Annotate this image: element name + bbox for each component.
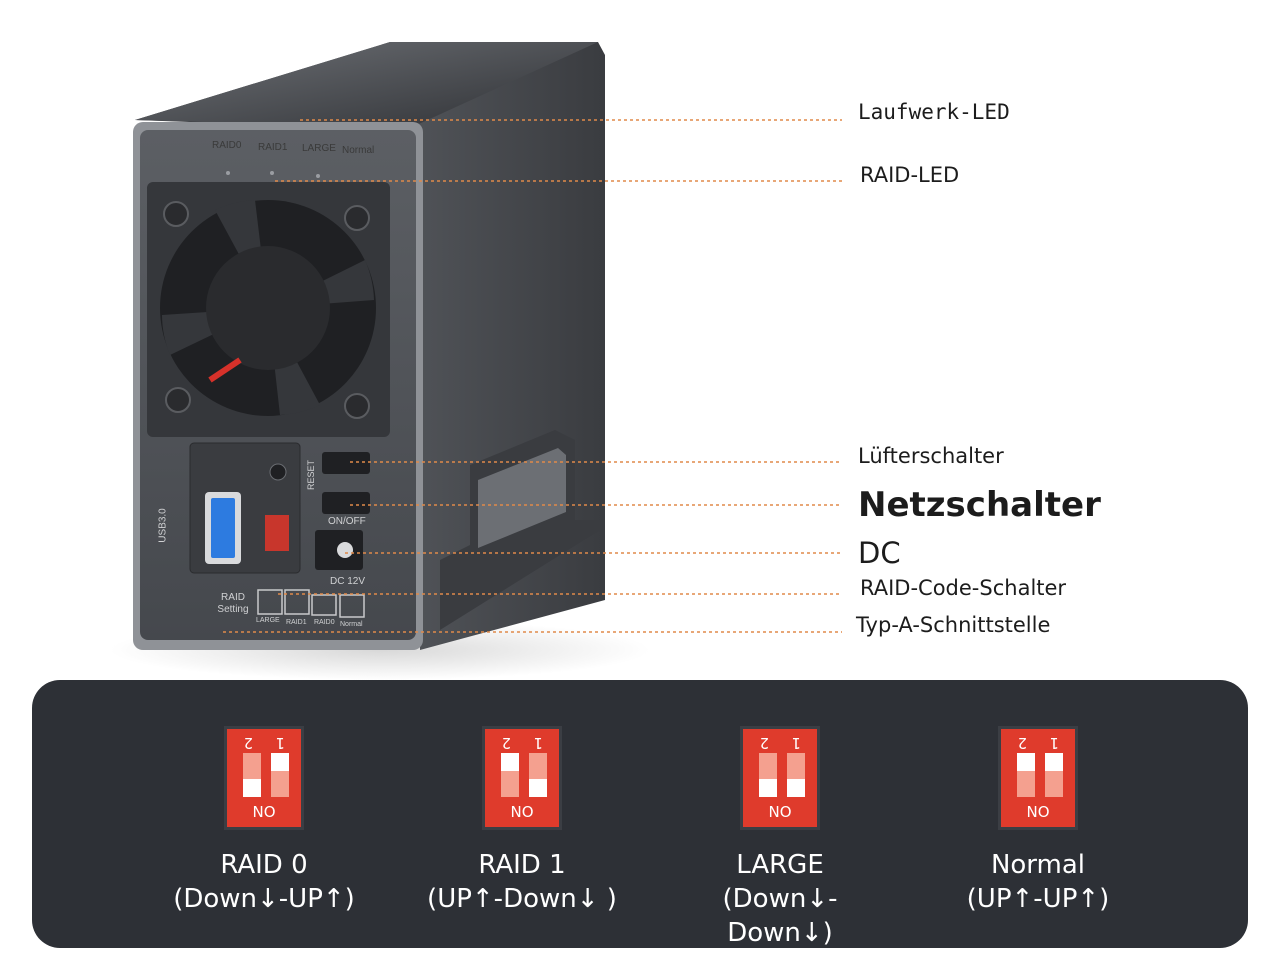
mode-description: (UP↑-UP↑) bbox=[966, 884, 1110, 914]
callout-power-switch: Netzschalter bbox=[858, 485, 1101, 525]
mode-name: LARGE bbox=[736, 850, 824, 880]
dc-voltage-label: DC 12V bbox=[330, 576, 366, 587]
dip-number-1: 1 bbox=[276, 734, 286, 752]
dip-number-2: 2 bbox=[244, 734, 254, 752]
dip-number-2: 2 bbox=[502, 734, 512, 752]
dip-no-label: NO bbox=[252, 803, 276, 821]
dip-number-1: 1 bbox=[792, 734, 802, 752]
callout-raid-code-switch: RAID-Code-Schalter bbox=[860, 576, 1067, 600]
fan-red-accent bbox=[208, 357, 242, 383]
stand-highlight bbox=[478, 448, 566, 548]
callout-dc: DC bbox=[858, 536, 901, 570]
onoff-label: ON/OFF bbox=[328, 516, 366, 527]
led-label-normal: Normal bbox=[342, 145, 375, 156]
raid-setting-label: RAID Setting bbox=[217, 592, 249, 615]
dip-knob-1 bbox=[271, 753, 289, 771]
dip-knob-1 bbox=[787, 779, 805, 797]
mini-label-raid0: RAID0 bbox=[314, 619, 335, 626]
raid-dip-switch bbox=[265, 515, 289, 551]
fan-switch bbox=[322, 452, 370, 474]
dip-switch-icon: 2 1 NO bbox=[998, 726, 1078, 830]
dc-jack bbox=[337, 542, 353, 558]
led-label-large: LARGE bbox=[302, 143, 336, 154]
dip-switch-icon: 2 1 NO bbox=[740, 726, 820, 830]
mode-description: (Down↓-Down↓) bbox=[722, 884, 838, 948]
dip-knob-1 bbox=[529, 779, 547, 797]
mini-label-normal: Normal bbox=[340, 621, 363, 628]
dip-no-label: NO bbox=[1026, 803, 1050, 821]
dip-knob-1 bbox=[1045, 753, 1063, 771]
led-label-raid0: RAID0 bbox=[212, 140, 242, 151]
dip-knob-2 bbox=[501, 753, 519, 771]
dip-number-1: 1 bbox=[534, 734, 544, 752]
led-label-raid1: RAID1 bbox=[258, 142, 288, 153]
reset-button bbox=[269, 463, 287, 481]
power-switch bbox=[322, 492, 370, 514]
enclosure-top bbox=[135, 42, 598, 128]
mode-name: RAID 1 bbox=[478, 850, 566, 880]
callout-fan-switch: Lüfterschalter bbox=[858, 444, 1004, 468]
mini-label-large: LARGE bbox=[256, 617, 280, 624]
mode-raid0: 2 1 NO RAID 0 (Down↓-UP↑) bbox=[154, 726, 374, 916]
dip-knob-2 bbox=[1017, 753, 1035, 771]
mode-name: Normal bbox=[990, 850, 1086, 880]
mini-label-raid1: RAID1 bbox=[286, 619, 307, 626]
dip-number-1: 1 bbox=[1050, 734, 1060, 752]
callout-type-a-port: Typ-A-Schnittstelle bbox=[856, 613, 1051, 637]
mode-normal: 2 1 NO Normal (UP↑-UP↑) bbox=[928, 726, 1148, 916]
fan-hub bbox=[206, 246, 330, 370]
reset-label: RESET bbox=[306, 459, 317, 491]
mode-large: 2 1 NO LARGE (Down↓-Down↓) bbox=[670, 726, 890, 950]
mode-name: RAID 0 bbox=[220, 850, 308, 880]
dip-number-2: 2 bbox=[1018, 734, 1028, 752]
dip-switch-icon: 2 1 NO bbox=[224, 726, 304, 830]
mode-raid1: 2 1 NO RAID 1 (UP↑-Down↓ ) bbox=[412, 726, 632, 916]
dip-no-label: NO bbox=[768, 803, 792, 821]
mode-description: (Down↓-UP↑) bbox=[173, 884, 355, 914]
dip-switch-icon: 2 1 NO bbox=[482, 726, 562, 830]
callout-drive-led: Laufwerk-LED bbox=[858, 100, 1010, 124]
usb-port bbox=[211, 498, 235, 558]
callout-lines bbox=[223, 119, 842, 633]
callout-raid-led: RAID-LED bbox=[860, 163, 960, 187]
raid-mode-panel: 2 1 NO RAID 0 (Down↓-UP↑) 2 1 NO RAID 1 … bbox=[32, 680, 1248, 948]
usb-port-label: USB3.0 bbox=[157, 508, 169, 543]
dip-knob-2 bbox=[759, 779, 777, 797]
mode-description: (UP↑-Down↓ ) bbox=[427, 884, 617, 914]
dip-number-2: 2 bbox=[760, 734, 770, 752]
dip-knob-2 bbox=[243, 779, 261, 797]
dip-no-label: NO bbox=[510, 803, 534, 821]
enclosure-illustration bbox=[110, 42, 842, 680]
